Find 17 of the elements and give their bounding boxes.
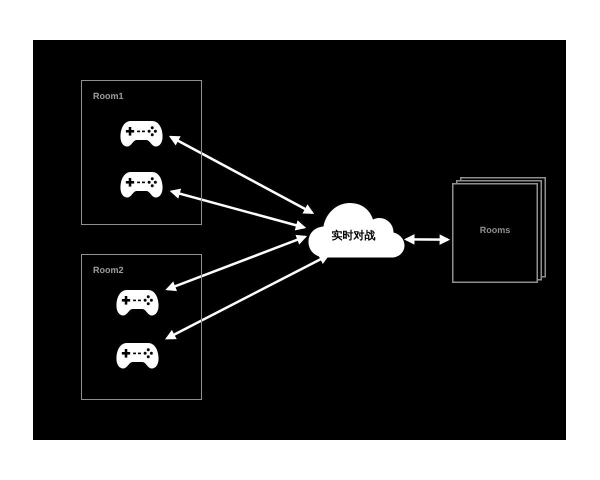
document-stack	[452, 177, 546, 283]
double-arrow	[170, 188, 306, 230]
double-arrow	[404, 234, 450, 245]
double-arrow	[168, 136, 314, 214]
group-frame	[81, 254, 202, 400]
double-arrow	[165, 234, 308, 292]
gamepad-icon	[116, 341, 159, 369]
group-frame	[81, 80, 202, 225]
cloud-shape	[308, 202, 405, 258]
stack-label: Rooms	[480, 225, 510, 236]
group-title: Room1	[93, 91, 124, 102]
double-arrow	[165, 254, 330, 340]
gamepad-icon	[120, 119, 163, 147]
group-title: Room2	[93, 265, 124, 276]
gamepad-icon	[120, 170, 163, 198]
cloud-label: 实时对战	[332, 229, 376, 243]
gamepad-icon	[116, 288, 159, 316]
